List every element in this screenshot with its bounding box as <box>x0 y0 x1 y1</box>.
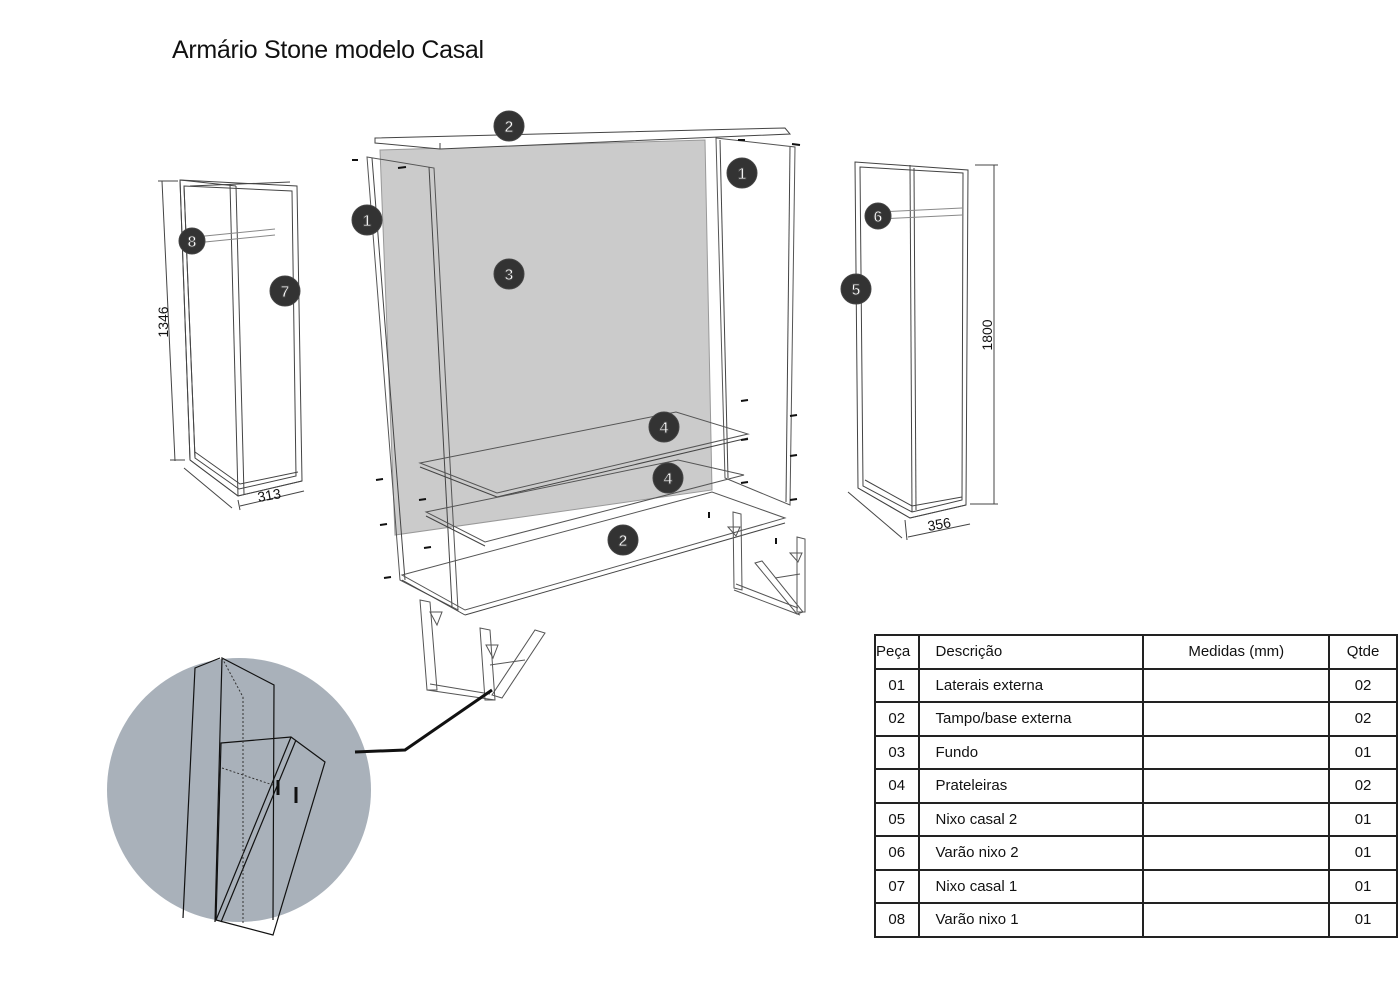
table-header-row: Peça Descrição Medidas (mm) Qtde <box>874 634 1398 670</box>
callout-top-panel: 2 <box>493 110 525 142</box>
cell-medidas <box>1142 868 1331 904</box>
svg-text:5: 5 <box>852 282 861 299</box>
cell-descricao: Tampo/base externa <box>917 701 1145 737</box>
cell-descricao: Laterais externa <box>917 667 1145 703</box>
cell-peca: 02 <box>874 701 920 737</box>
svg-text:1: 1 <box>738 166 747 183</box>
callout-left-side: 1 <box>351 204 383 236</box>
right-niche-drawing <box>854 161 969 519</box>
left-leg-support <box>419 599 546 701</box>
callout-base-panel: 2 <box>607 524 639 556</box>
callout-right-niche: 5 <box>840 273 872 305</box>
svg-text:4: 4 <box>664 471 673 488</box>
shelf-upper <box>418 411 750 498</box>
callout-right-niche-rod: 6 <box>864 202 892 230</box>
header-descricao: Descrição <box>917 634 1145 670</box>
cell-descricao: Varão nixo 1 <box>917 902 1145 938</box>
callout-back-panel: 3 <box>493 258 525 290</box>
svg-text:3: 3 <box>505 267 514 284</box>
header-peca: Peça <box>874 634 920 670</box>
svg-text:4: 4 <box>660 420 669 437</box>
fastener-marks <box>352 139 801 579</box>
header-medidas: Medidas (mm) <box>1142 634 1331 670</box>
cell-descricao: Fundo <box>917 734 1145 770</box>
cell-medidas <box>1142 667 1331 703</box>
back-panel <box>379 139 713 536</box>
drawing-title: Armário Stone modelo Casal <box>172 36 484 64</box>
svg-text:1: 1 <box>363 213 372 230</box>
detail-screws <box>276 780 298 803</box>
cell-descricao: Varão nixo 2 <box>917 835 1145 871</box>
cell-qtde: 01 <box>1328 902 1398 938</box>
cell-qtde: 02 <box>1328 667 1398 703</box>
cell-descricao: Nixo casal 1 <box>917 868 1145 904</box>
base-panel <box>400 491 787 616</box>
cell-peca: 08 <box>874 902 920 938</box>
cell-descricao: Nixo casal 2 <box>917 801 1145 837</box>
callout-left-niche-rod: 8 <box>178 227 206 255</box>
left-niche-dimension-lines <box>158 180 305 511</box>
cell-descricao: Prateleiras <box>917 768 1145 804</box>
cell-medidas <box>1142 768 1331 804</box>
cell-medidas <box>1142 701 1331 737</box>
right-niche-rod <box>879 207 963 220</box>
svg-text:7: 7 <box>281 284 290 301</box>
cell-peca: 03 <box>874 734 920 770</box>
cell-medidas <box>1142 902 1331 938</box>
left-niche-drawing <box>179 179 303 497</box>
cell-medidas <box>1142 734 1331 770</box>
dim-left-niche-width: 313 <box>256 485 282 505</box>
header-qtde: Qtde <box>1328 634 1398 670</box>
detail-leader-line <box>354 688 493 754</box>
svg-text:6: 6 <box>874 209 883 226</box>
svg-text:2: 2 <box>505 119 514 136</box>
right-leg-support <box>726 511 806 616</box>
cell-qtde: 01 <box>1328 734 1398 770</box>
detail-circle <box>107 658 371 922</box>
svg-text:2: 2 <box>619 533 628 550</box>
callout-shelf-upper: 4 <box>648 411 680 443</box>
cell-peca: 04 <box>874 768 920 804</box>
detail-callout <box>107 657 493 936</box>
dim-left-niche-height: 1346 <box>155 306 171 337</box>
cell-qtde: 01 <box>1328 801 1398 837</box>
left-niche-rod <box>194 228 276 244</box>
right-niche-dimension-lines <box>847 164 998 541</box>
cell-peca: 05 <box>874 801 920 837</box>
cell-peca: 07 <box>874 868 920 904</box>
svg-text:8: 8 <box>188 234 197 251</box>
dim-right-niche-width: 356 <box>926 514 952 534</box>
cell-qtde: 02 <box>1328 768 1398 804</box>
dim-right-niche-height: 1800 <box>979 319 995 350</box>
callout-shelf-lower: 4 <box>652 462 684 494</box>
cell-peca: 01 <box>874 667 920 703</box>
cell-medidas <box>1142 835 1331 871</box>
top-panel <box>374 127 792 150</box>
cell-qtde: 01 <box>1328 868 1398 904</box>
cell-qtde: 02 <box>1328 701 1398 737</box>
cell-medidas <box>1142 801 1331 837</box>
callout-right-side: 1 <box>726 157 758 189</box>
shelf-lower <box>424 459 745 547</box>
right-side-panel <box>715 137 796 506</box>
callout-left-niche: 7 <box>269 275 301 307</box>
cell-peca: 06 <box>874 835 920 871</box>
cell-qtde: 01 <box>1328 835 1398 871</box>
